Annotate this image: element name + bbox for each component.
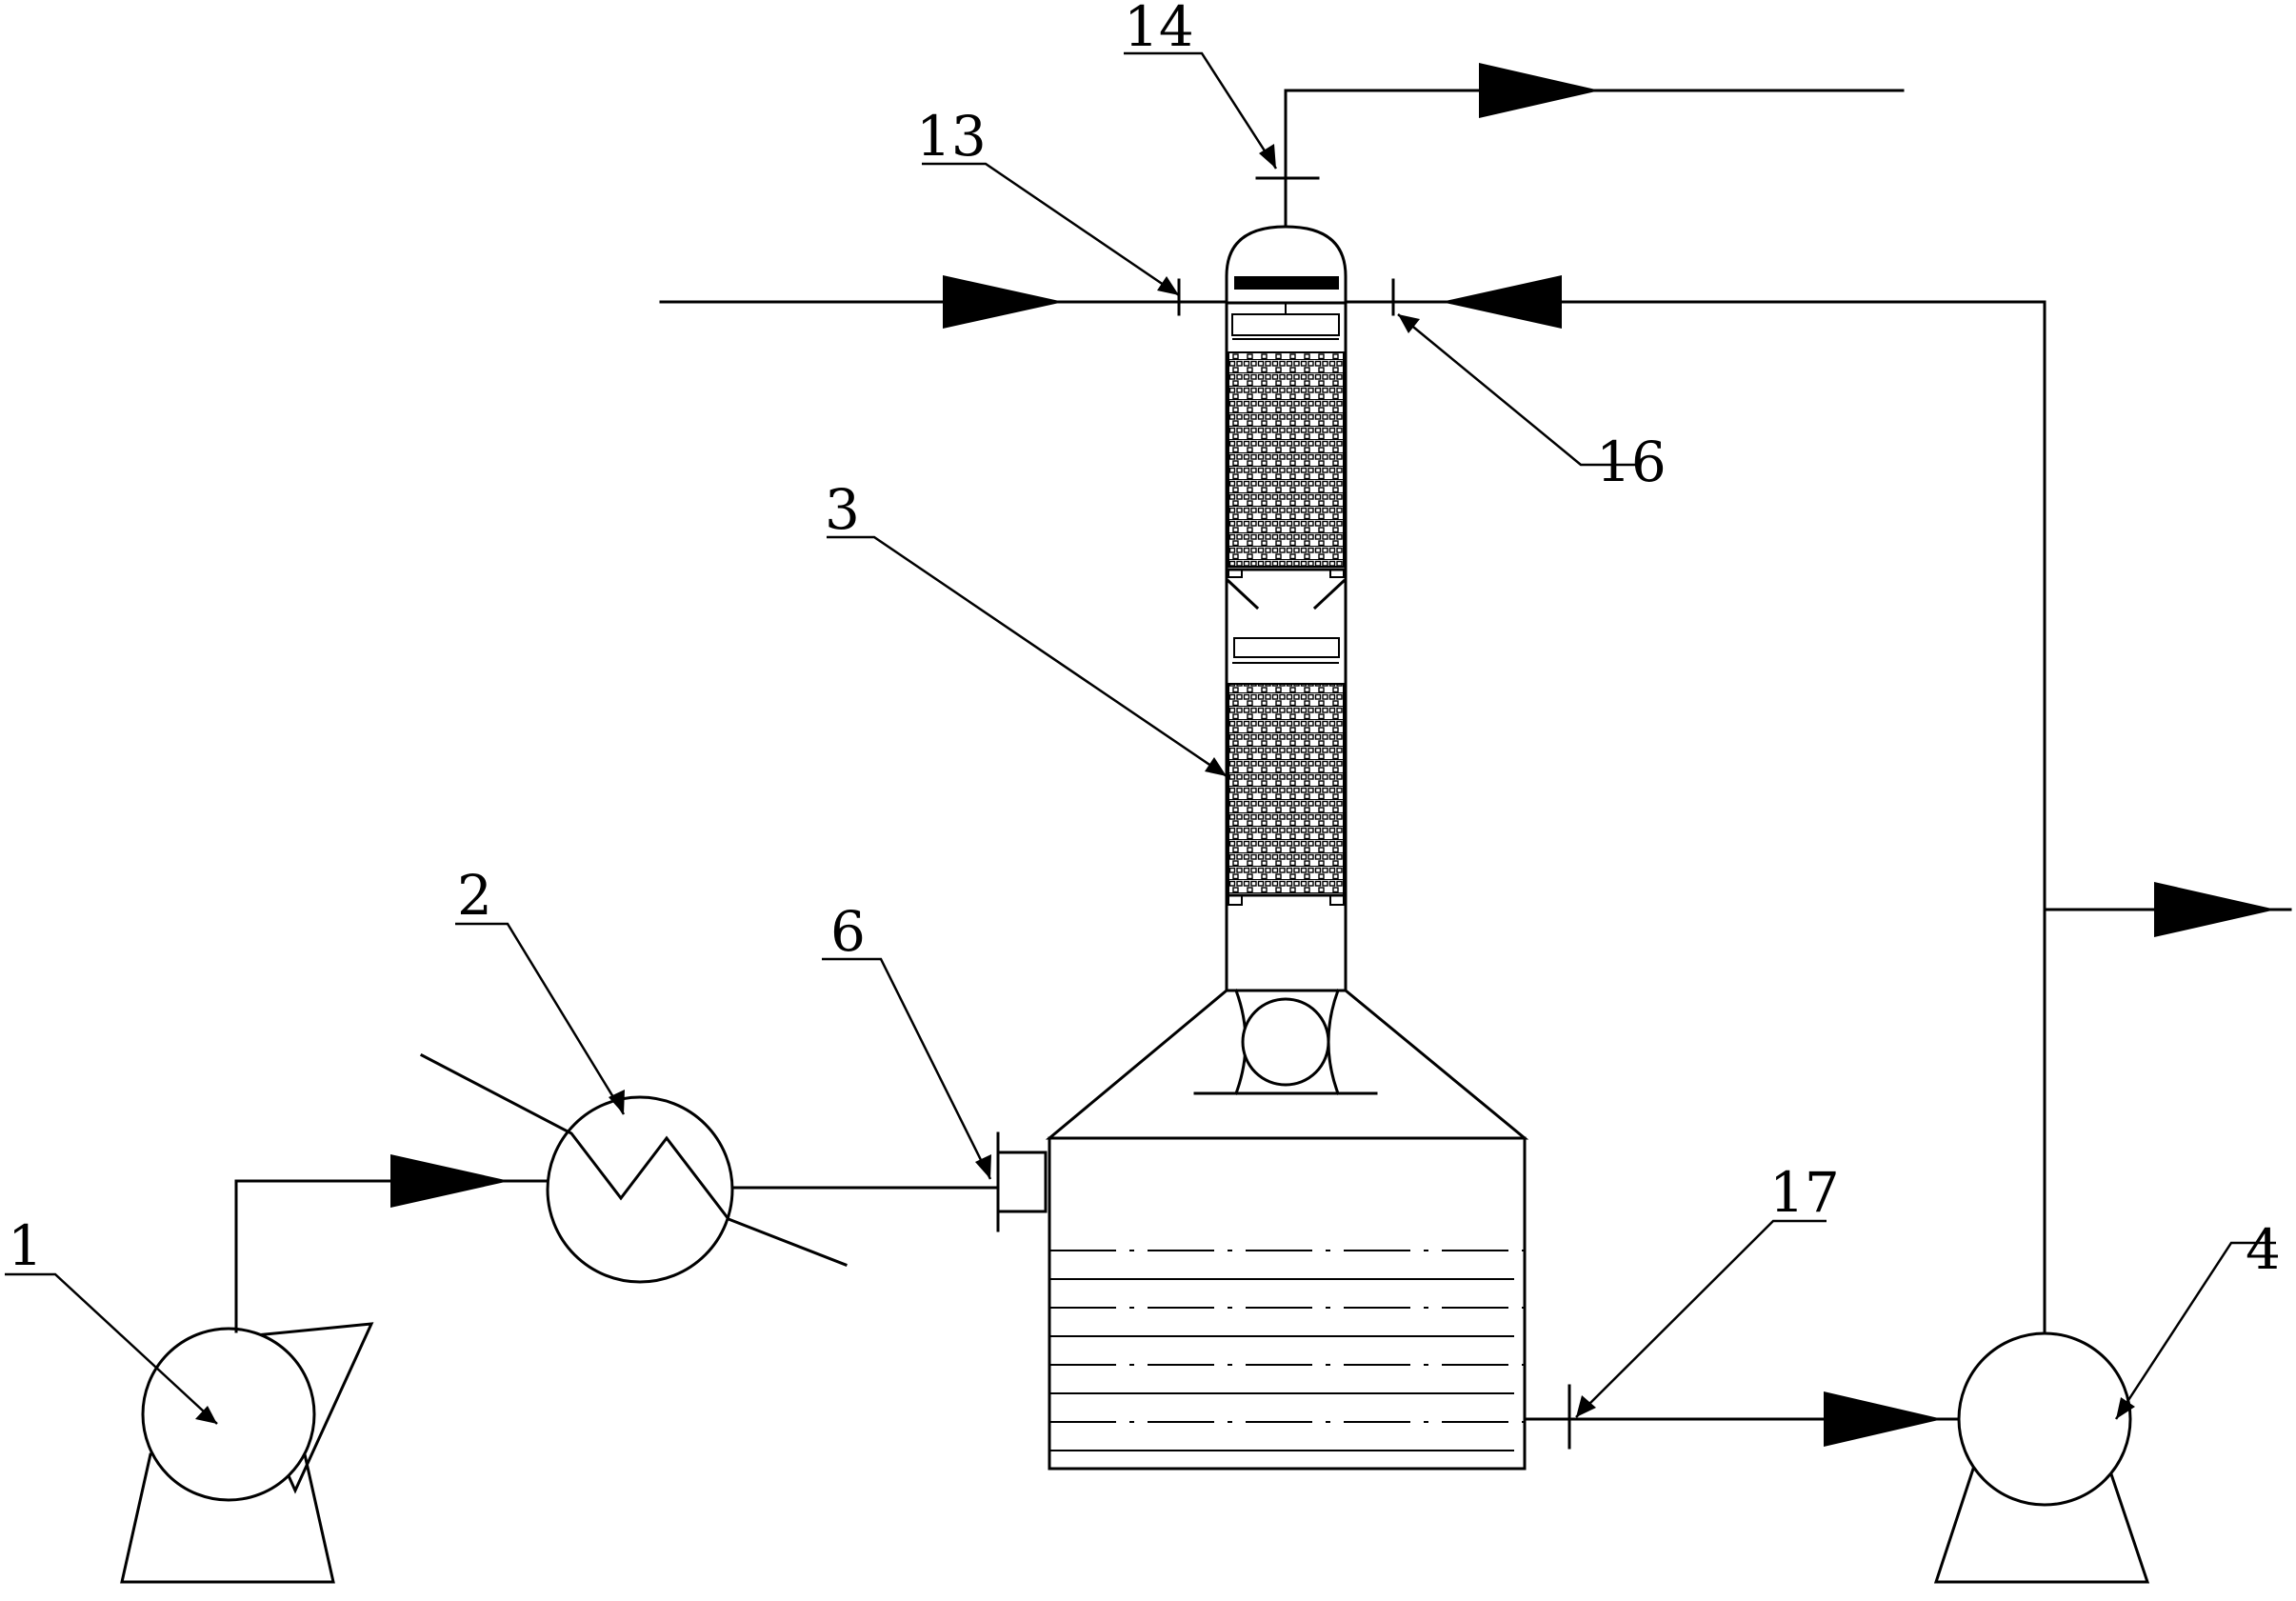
label-1: 1 [8,1213,43,1278]
arrow-liquid-to-pump [1824,1391,1943,1447]
label-13: 13 [916,104,987,169]
label-6: 6 [830,899,866,964]
arrow-gas-outlet [1479,63,1600,118]
flow-arrows [390,63,2276,1447]
leader-lines [5,51,2276,1425]
label-14: 14 [1124,0,1194,59]
packed-column-icon [1177,176,1395,1095]
label-3: 3 [825,477,860,542]
label-17: 17 [1769,1160,1840,1225]
arrow-feed-inlet [943,275,1064,329]
label-2: 2 [457,863,492,928]
arrow-liquid-product [2154,882,2276,937]
label-4: 4 [2246,1217,2281,1282]
arrow-air-to-exchanger [390,1154,509,1208]
arrow-recycle-return [1441,275,1562,329]
label-16: 16 [1596,430,1667,494]
component-labels: 1 2 3 4 6 13 14 16 17 [8,0,2281,1282]
pump-icon [1933,1331,2150,1584]
blower-icon [120,1322,374,1584]
heat-exchanger-icon [419,1052,848,1284]
